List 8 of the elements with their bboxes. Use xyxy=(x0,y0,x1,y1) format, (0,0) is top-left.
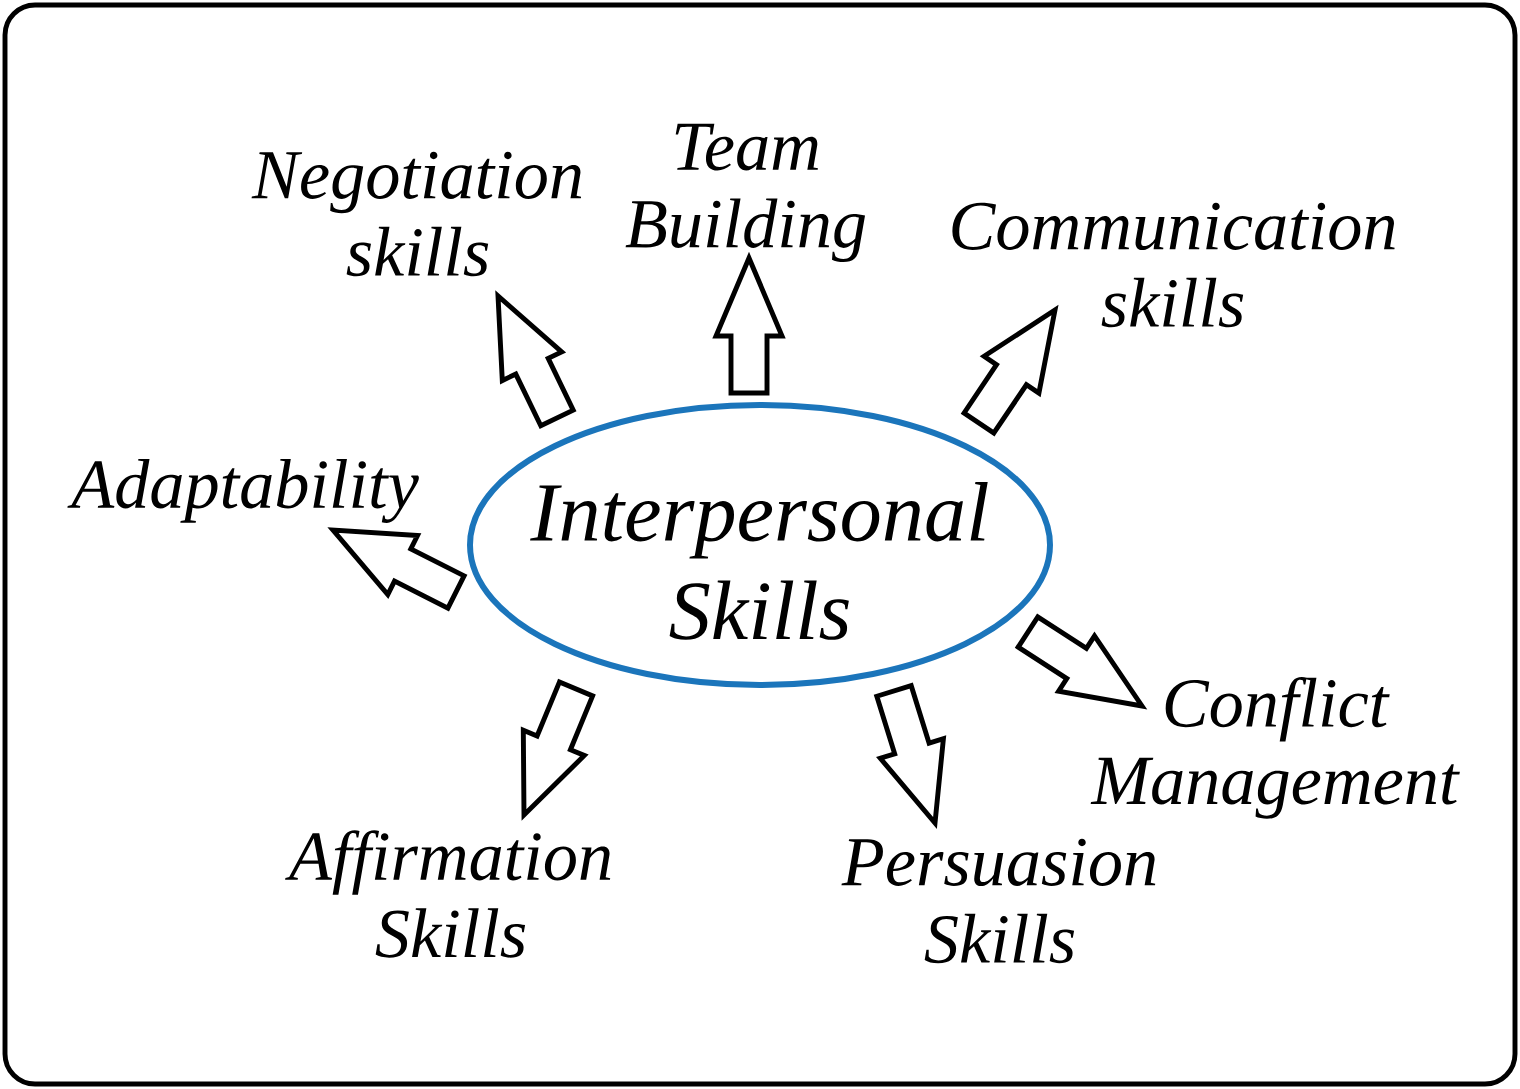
skill-label: Persuasion Skills xyxy=(841,838,1156,964)
skill-label: Conflict Management xyxy=(1090,677,1460,819)
skill-label: Affirmation Skills xyxy=(285,830,611,958)
skill-label: Communication skills xyxy=(952,202,1395,328)
skill-label: Adaptability xyxy=(67,459,419,523)
skill-label: Negotiation skills xyxy=(251,151,582,277)
block-arrow xyxy=(712,251,786,396)
skill-label: Team Building xyxy=(625,123,866,263)
